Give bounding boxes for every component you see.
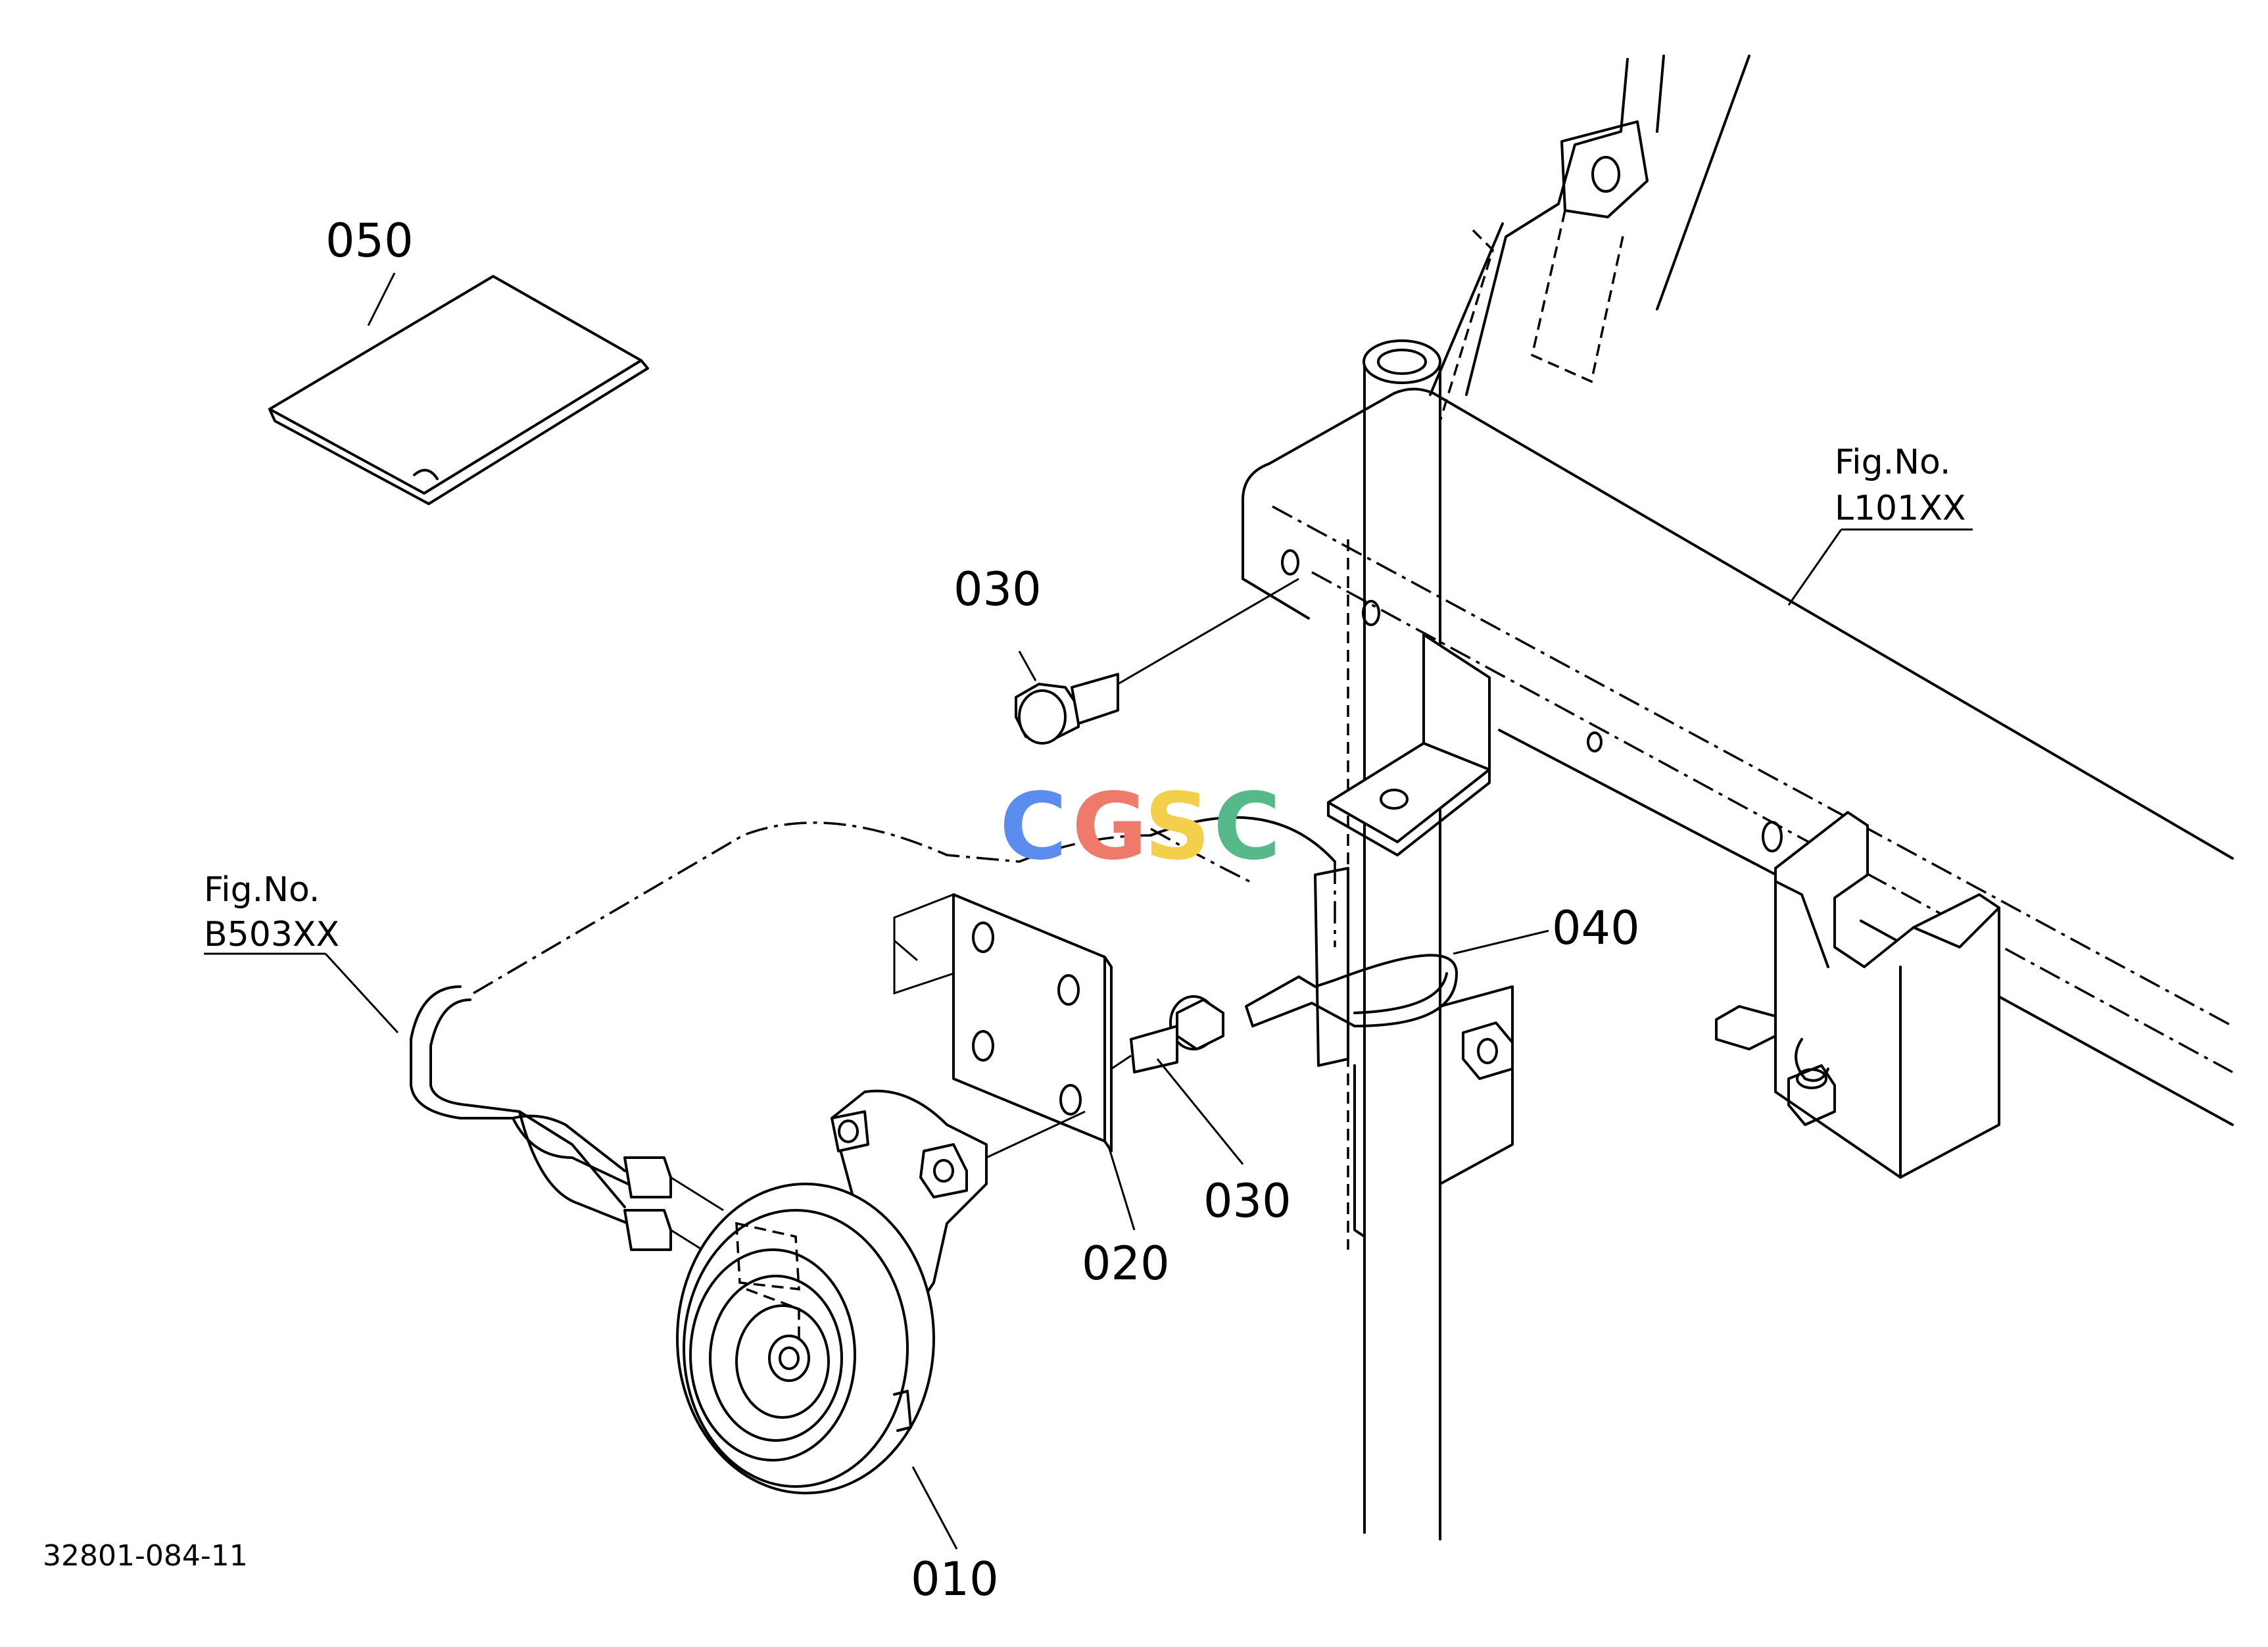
part-labels: 050 030 040 030 020 010	[326, 214, 1640, 1606]
main-beam	[1242, 339, 2234, 1540]
label-030-top: 030	[953, 562, 1042, 616]
drawing-number: 32801-084-11	[43, 1539, 248, 1573]
manual-sheet	[268, 272, 649, 505]
ref-right-fig: Fig.No.	[1835, 443, 1950, 482]
watermark-letter-2: G	[1072, 774, 1147, 881]
watermark-letter-1: C	[1000, 774, 1067, 881]
horn	[676, 1089, 1086, 1494]
label-050: 050	[326, 214, 414, 268]
label-010: 010	[911, 1552, 999, 1606]
tube-bracket	[1327, 633, 1514, 1238]
ref-right-code: L101XX	[1835, 489, 1966, 528]
label-040: 040	[1552, 901, 1640, 955]
label-020: 020	[1082, 1237, 1170, 1291]
ref-left-fig: Fig.No.	[204, 870, 320, 910]
cable-tie	[1245, 954, 1458, 1027]
watermark-letter-4: C	[1213, 774, 1281, 881]
watermark-letter-3: S	[1144, 774, 1211, 881]
side-bracket	[1715, 811, 2000, 1179]
leader-lines	[204, 528, 1973, 1550]
ref-left-code: B503XX	[204, 915, 339, 954]
wire-harness	[410, 816, 1349, 1264]
bolt-upper	[1015, 578, 1299, 745]
label-030-bottom: 030	[1203, 1174, 1291, 1228]
bolt-lower	[1111, 995, 1224, 1073]
watermark: C G S C	[1000, 774, 1281, 881]
frame-arm	[1429, 55, 1750, 422]
figure-references: Fig.No. B503XX Fig.No. L101XX	[204, 443, 1966, 954]
mount-plate	[893, 893, 1113, 1152]
